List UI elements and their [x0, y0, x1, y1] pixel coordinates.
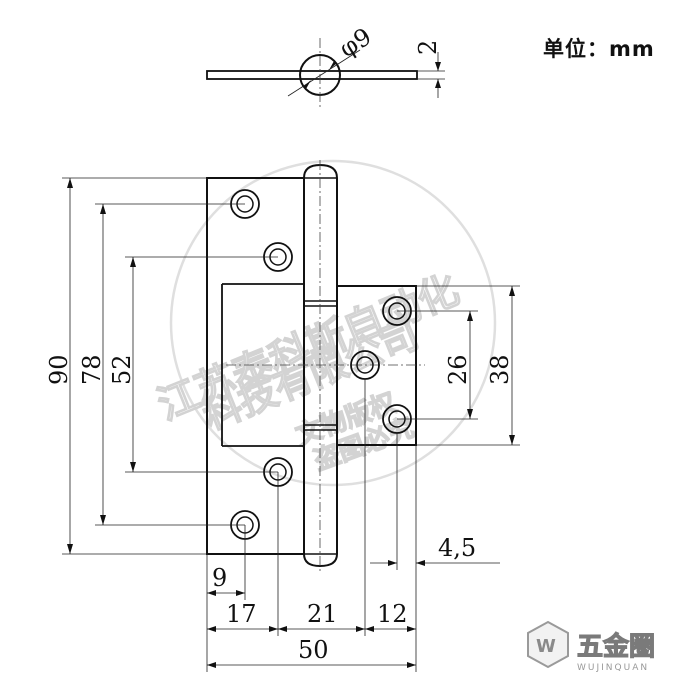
dim-overall-width: 50 — [298, 636, 329, 664]
dim-outer-hole-spacing: 78 — [78, 354, 106, 385]
unit-label: 单位：mm — [543, 37, 655, 61]
small-leaf — [337, 285, 417, 446]
thickness-label: 2 — [414, 40, 442, 55]
brand-logo-subtitle: WUJINQUAN — [577, 663, 649, 673]
side-view: φ9 2 — [206, 22, 445, 108]
vertical-dimensions-right: 26 38 — [397, 285, 520, 446]
watermark-seal: 江苏泰科斯自动化 科技有限公司 文物版权 盗图必究 — [151, 159, 497, 487]
dim-short-leaf-hole-spacing: 26 — [444, 354, 472, 385]
leaf-cutout — [221, 283, 304, 447]
side-view-leaf — [206, 70, 418, 80]
dim-leaf-width-left: 17 — [226, 600, 257, 628]
dim-hole-edge-offset: 9 — [212, 564, 227, 592]
svg-text:W: W — [536, 636, 556, 657]
dim-hole-offset-right: 4,5 — [438, 534, 476, 562]
dim-knuckle-width: 21 — [307, 600, 338, 628]
dim-short-leaf-height: 38 — [486, 354, 514, 385]
brand-logo: W 五金圈 WUJINQUAN — [527, 620, 656, 673]
brand-logo-icon: W — [527, 620, 569, 669]
dim-overall-height: 90 — [45, 354, 73, 385]
dim-leaf-width-right: 12 — [377, 600, 408, 628]
dim-inner-hole-spacing: 52 — [108, 354, 136, 385]
diameter-label: φ9 — [334, 22, 376, 63]
brand-logo-name: 五金圈 — [577, 631, 655, 662]
horizontal-dimensions: 9 17 21 12 50 4,5 — [206, 379, 500, 672]
vertical-dimensions-left: 90 78 52 — [45, 177, 278, 555]
diameter-leader — [287, 49, 361, 97]
